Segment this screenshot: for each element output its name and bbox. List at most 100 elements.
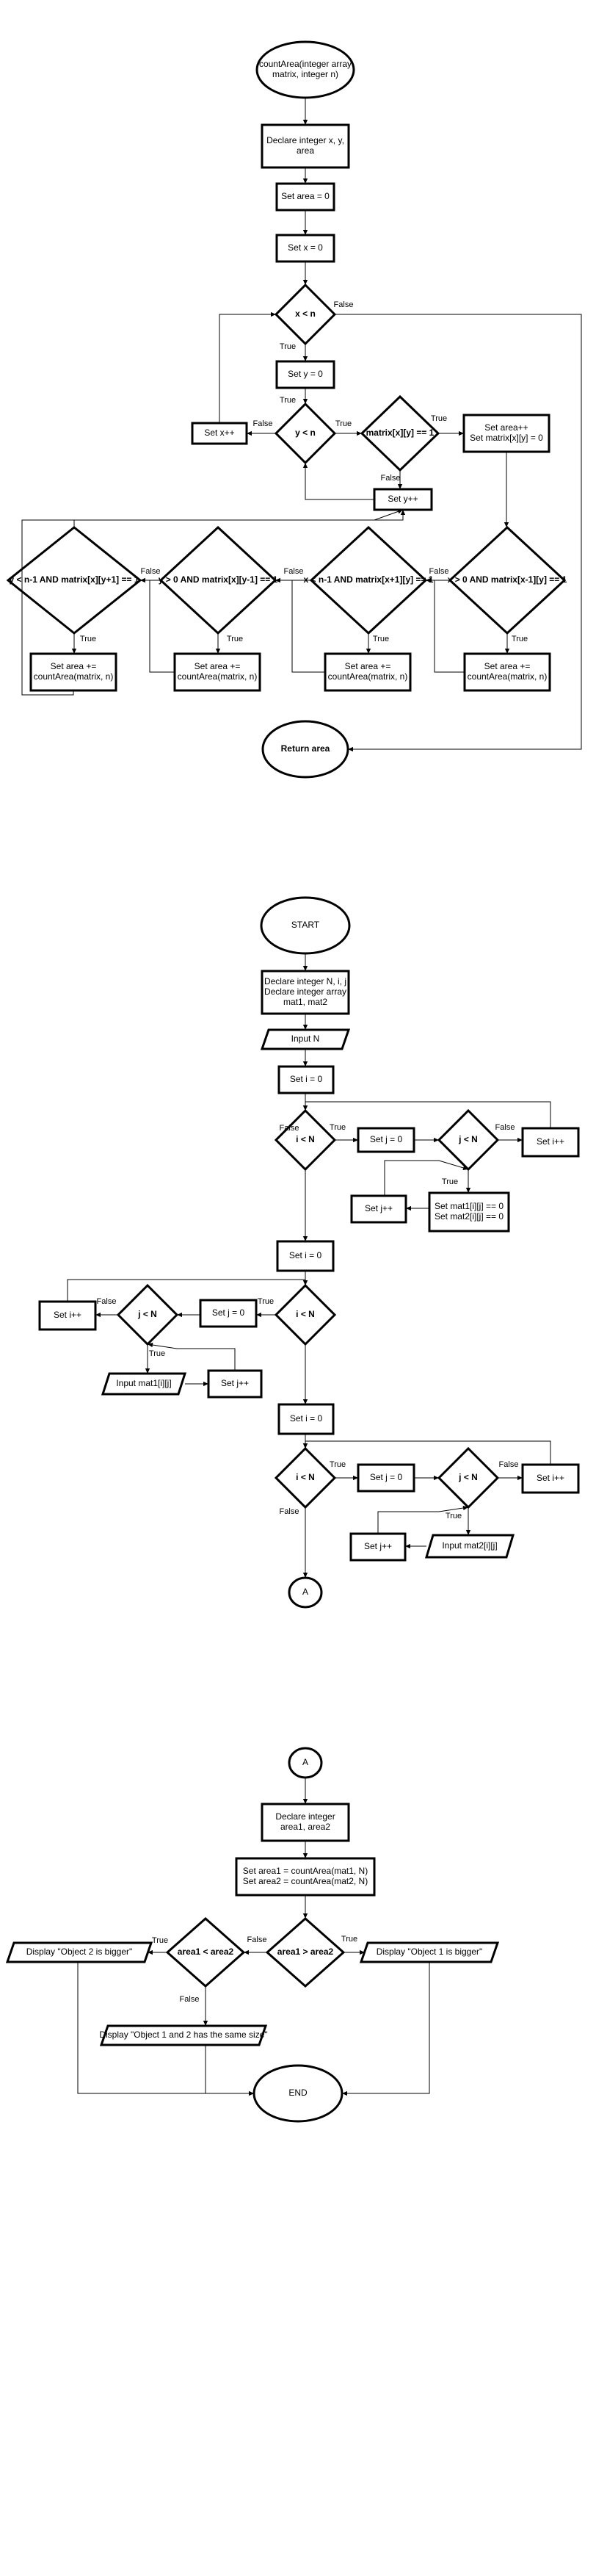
edge-recurse-up-back-arrowhead bbox=[426, 577, 431, 583]
edge-recurse-left-back-arrowhead bbox=[140, 577, 145, 583]
set-x-zero bbox=[275, 234, 335, 263]
edge-cond-gt-true-arrowhead bbox=[360, 1949, 365, 1955]
decision-area1-lt-area2-text: area1 < area2 bbox=[178, 1947, 234, 1957]
recurse-down-text: Set area += bbox=[345, 661, 391, 671]
edge-a-declare-arrowhead bbox=[302, 1799, 308, 1804]
increment-x-text: Set x++ bbox=[204, 427, 234, 438]
label-cond-j-3-true: True bbox=[446, 1512, 462, 1520]
recurse-up-text: countArea(matrix, n) bbox=[468, 671, 548, 682]
edge-down-true-arrowhead bbox=[366, 649, 371, 654]
edge-recurse-down-back bbox=[275, 580, 325, 673]
recurse-right-text: countArea(matrix, n) bbox=[34, 671, 114, 682]
edge-cond-y-true-arrowhead bbox=[357, 430, 362, 436]
recurse-right bbox=[29, 652, 117, 692]
edge-inc-j-2-loop-arrowhead bbox=[148, 1342, 153, 1348]
label-down-true: True bbox=[373, 635, 389, 643]
set-i-zero-1 bbox=[277, 1065, 335, 1094]
set-area-zero-text: Set area = 0 bbox=[281, 191, 330, 201]
recurse-left-text: countArea(matrix, n) bbox=[178, 671, 258, 682]
edge-cond-i-3-false-arrowhead bbox=[302, 1573, 308, 1578]
edge-inc-j-3-loop bbox=[377, 1507, 469, 1534]
display-same-size bbox=[99, 2024, 268, 2046]
label-cond-i-3-false: False bbox=[280, 1507, 299, 1516]
init-mats-text: Set mat1[i][j] == 0 bbox=[435, 1201, 504, 1211]
label-up-true: True bbox=[512, 635, 528, 643]
label-cell-false: False bbox=[381, 474, 401, 483]
edge-cond-gt-false-arrowhead bbox=[244, 1949, 249, 1955]
edge-input-mat2-inc-j-arrowhead bbox=[405, 1543, 410, 1549]
increment-j-1 bbox=[350, 1194, 407, 1224]
count-area-start-text: matrix, integer n) bbox=[272, 69, 338, 79]
end-terminal-text: END bbox=[288, 2088, 308, 2098]
label-cond-j-2-true: True bbox=[149, 1349, 165, 1358]
edge-cond-x-true-arrowhead bbox=[302, 356, 308, 361]
label-cond-gt-true: True bbox=[341, 1935, 357, 1944]
edge-cond-j-2-false-arrowhead bbox=[95, 1312, 101, 1318]
label-left-true: True bbox=[227, 635, 243, 643]
edge-inc-y-loop bbox=[305, 463, 374, 500]
edge-inc-i-1-loop-arrowhead bbox=[302, 1105, 308, 1111]
label-cell-true: True bbox=[431, 414, 447, 423]
edge-inc-y-loop-arrowhead bbox=[302, 463, 308, 468]
edge-cond-lt-true-arrowhead bbox=[148, 1949, 153, 1955]
edge-cond-i-1-true-arrowhead bbox=[353, 1137, 358, 1143]
edge-recurse-right-back bbox=[21, 509, 404, 696]
edge-set-y-cond-y-arrowhead bbox=[302, 399, 308, 404]
edge-input-mat1-inc-j-arrowhead bbox=[203, 1381, 208, 1387]
label-cond-i-1-false: False bbox=[280, 1124, 299, 1133]
input-mat2 bbox=[424, 1534, 515, 1559]
label-cond-y-false: False bbox=[253, 419, 273, 428]
return-area-text: Return area bbox=[281, 743, 330, 754]
edge-main-start-declare-arrowhead bbox=[302, 966, 308, 971]
edge-cond-i-3-true-arrowhead bbox=[353, 1475, 358, 1481]
edge-cell-true-arrowhead bbox=[459, 430, 464, 436]
decision-j-lt-n-3-text: j < N bbox=[458, 1472, 478, 1482]
recurse-up-text: Set area += bbox=[484, 661, 531, 671]
edge-set-j-3-cond-j-3-arrowhead bbox=[434, 1475, 439, 1481]
edge-declare-input-n-arrowhead bbox=[302, 1025, 308, 1030]
declare-areas-text: area1, area2 bbox=[280, 1822, 330, 1832]
label-up-false: False bbox=[429, 567, 449, 576]
edge-same-end bbox=[205, 2045, 254, 2094]
edge-recurse-down-back-arrowhead bbox=[275, 577, 280, 583]
set-j-zero-2 bbox=[199, 1299, 258, 1328]
edge-set-x-cond-x-arrowhead bbox=[302, 280, 308, 285]
increment-j-3-text: Set j++ bbox=[364, 1541, 392, 1551]
recurse-right-text: Set area += bbox=[51, 661, 97, 671]
label-set-y-true: True bbox=[280, 396, 296, 405]
edge-cond-j-1-true-arrowhead bbox=[465, 1188, 471, 1193]
edge-input-n-set-i-arrowhead bbox=[302, 1061, 308, 1067]
edge-recurse-right-back-arrowhead bbox=[397, 509, 403, 514]
set-area-increment bbox=[462, 414, 550, 453]
decision-area1-gt-area2-text: area1 > area2 bbox=[277, 1947, 334, 1957]
decision-x-lt-n-text: x < n bbox=[295, 309, 316, 319]
decision-left-neighbor-text: y > 0 AND matrix[x][y-1] == 1 bbox=[159, 574, 278, 585]
increment-j-1-text: Set j++ bbox=[365, 1203, 393, 1213]
label-cond-lt-false: False bbox=[180, 1995, 200, 2004]
connector-a-out-text: A bbox=[302, 1587, 308, 1597]
label-right-true: True bbox=[80, 635, 96, 643]
increment-y-text: Set y++ bbox=[388, 494, 418, 504]
display-object1-bigger-text: Display "Object 1 is bigger" bbox=[377, 1947, 483, 1957]
set-i-zero-1-text: Set i = 0 bbox=[290, 1074, 323, 1084]
set-x-zero-text: Set x = 0 bbox=[288, 242, 323, 253]
label-cond-j-3-false: False bbox=[499, 1460, 519, 1469]
declare-main-vars-text: Declare integer N, i, j bbox=[264, 976, 346, 986]
edge-cond-i-1-false-arrowhead bbox=[302, 1236, 308, 1241]
edge-right-false-arrowhead bbox=[400, 510, 406, 515]
edge-cond-i-2-false-arrowhead bbox=[302, 1399, 308, 1404]
edge-declare-compute-arrowhead bbox=[302, 1853, 308, 1858]
set-area-increment-text: Set matrix[x][y] = 0 bbox=[470, 433, 543, 443]
decision-up-neighbor-text: x > 0 AND matrix[x-1][y] == 1 bbox=[448, 574, 567, 585]
edge-cell-false-arrowhead bbox=[397, 484, 403, 489]
edge-cond-x-false bbox=[335, 314, 582, 750]
input-mat1 bbox=[101, 1372, 187, 1396]
init-mats-text: Set mat2[i][j] == 0 bbox=[435, 1211, 504, 1222]
decision-i-lt-n-2-text: i < N bbox=[296, 1309, 315, 1319]
edge-cond-lt-false-arrowhead bbox=[203, 2021, 208, 2026]
set-y-zero-text: Set y = 0 bbox=[288, 369, 323, 379]
display-same-size-text: Display "Object 1 and 2 has the same siz… bbox=[99, 2030, 267, 2040]
decision-cell-is-one-text: matrix[x][y] == 1 bbox=[366, 427, 435, 438]
recurse-up bbox=[463, 652, 551, 692]
label-cond-gt-false: False bbox=[247, 1935, 267, 1944]
